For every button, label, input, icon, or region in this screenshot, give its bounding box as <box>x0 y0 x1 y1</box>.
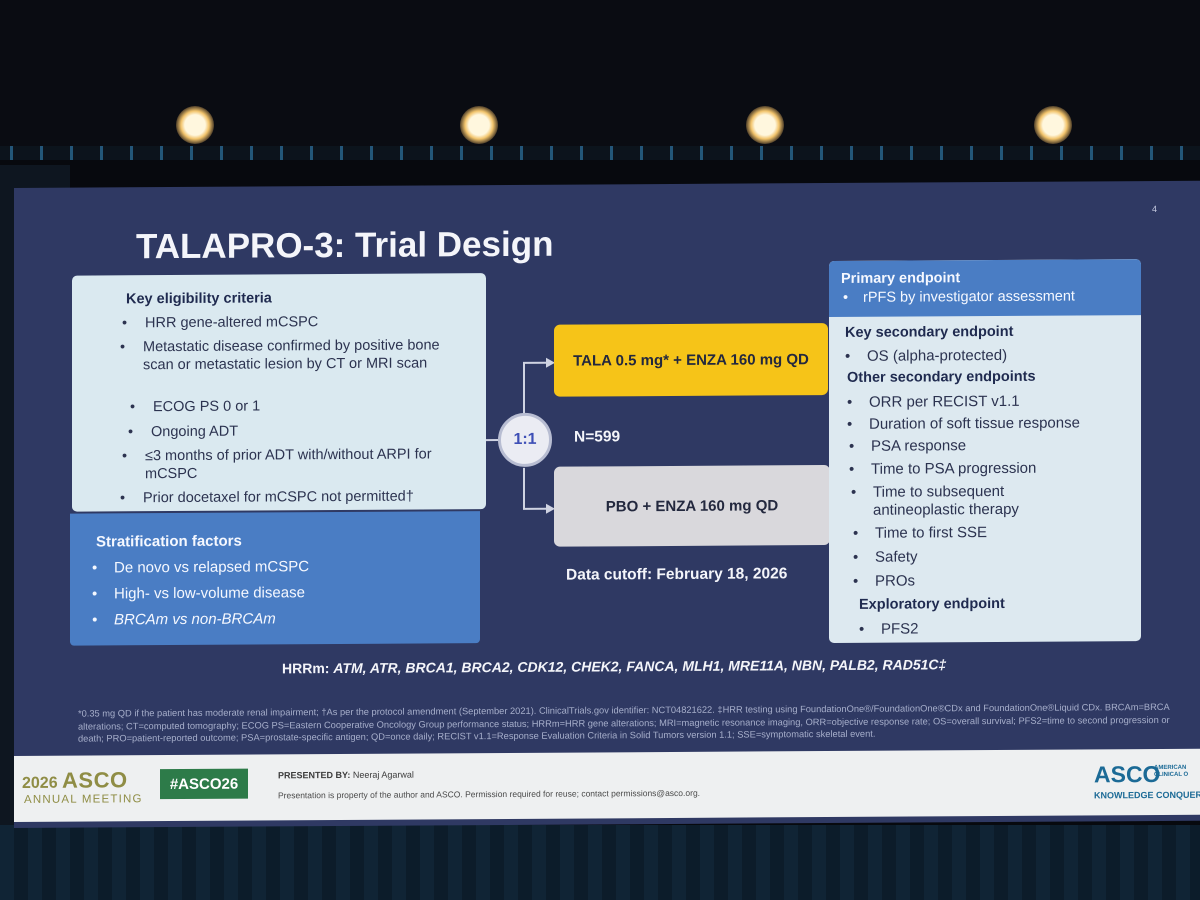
primary-endpoint-item: rPFS by investigator assessment <box>843 289 1075 306</box>
meeting-hashtag: #ASCO26 <box>160 768 248 800</box>
key-secondary-item: OS (alpha-protected) <box>845 347 1007 365</box>
exploratory-item: PFS2 <box>859 620 919 638</box>
asco-logo-brand: ASCO <box>1094 760 1161 788</box>
primary-endpoint-heading: Primary endpoint <box>841 270 961 287</box>
stratification-item: BRCAm vs non-BRCAm <box>92 610 276 628</box>
stage-light-3 <box>746 106 784 144</box>
primary-endpoint-band: Primary endpoint rPFS by investigator as… <box>829 259 1141 318</box>
treatment-arm-tala-enza: TALA 0.5 mg* + ENZA 160 mg QD <box>554 323 828 397</box>
other-secondary-item: Duration of soft tissue response <box>847 414 1080 433</box>
asco-annual-meeting-logo: 2026 ASCO ANNUAL MEETING <box>22 767 143 806</box>
eligibility-item: Ongoing ADT <box>128 422 451 441</box>
data-cutoff-date: Data cutoff: February 18, 2026 <box>566 565 788 584</box>
meeting-subtitle: ANNUAL MEETING <box>24 793 143 806</box>
treatment-arm-pbo-enza: PBO + ENZA 160 mg QD <box>554 465 830 547</box>
stage-light-4 <box>1034 106 1072 144</box>
projection-screen: 4 TALAPRO-3: Trial Design Key eligibilit… <box>14 180 1200 828</box>
stage-light-2 <box>460 106 498 144</box>
eligibility-item: ECOG PS 0 or 1 <box>130 397 453 416</box>
stratification-item: High- vs low-volume disease <box>92 584 305 602</box>
eligibility-criteria-box: Key eligibility criteria HRR gene-altere… <box>72 273 486 512</box>
eligibility-heading: Key eligibility criteria <box>126 290 272 308</box>
other-secondary-item: Time to first SSE <box>853 524 987 542</box>
other-secondary-item: ORR per RECIST v1.1 <box>847 393 1020 412</box>
other-secondary-item: Time to subsequent antineoplastic therap… <box>851 482 1093 518</box>
endpoints-box: Primary endpoint rPFS by investigator as… <box>829 259 1141 644</box>
meeting-brand: ASCO <box>62 767 128 793</box>
presented-by-label: PRESENTED BY: <box>278 769 351 781</box>
stage-light-1 <box>176 106 214 144</box>
presenter-name: Neeraj Agarwal <box>352 769 414 780</box>
eligibility-item: HRR gene-altered mCSPC <box>122 313 465 333</box>
other-secondary-item: PSA response <box>849 437 966 455</box>
slide-footer: 2026 ASCO ANNUAL MEETING #ASCO26 PRESENT… <box>14 748 1200 822</box>
randomization-arrows <box>486 357 555 514</box>
other-secondary-item: Safety <box>853 548 918 566</box>
eligibility-item: Metastatic disease confirmed by positive… <box>120 337 443 374</box>
hrrm-label: HRRm: <box>282 660 330 677</box>
eligibility-item: ≤3 months of prior ADT with/without ARPI… <box>122 446 465 483</box>
sample-size: N=599 <box>574 428 621 446</box>
asco-logo-side: AMERICAN CLINICAL O <box>1154 764 1189 779</box>
property-notice: Presentation is property of the author a… <box>278 787 701 801</box>
arrow-to-arm-2 <box>523 467 546 510</box>
exploratory-heading: Exploratory endpoint <box>859 595 1005 613</box>
arrowhead-arm-1 <box>546 357 555 368</box>
other-secondary-item: Time to PSA progression <box>849 460 1036 479</box>
stage-curtain <box>0 825 1200 900</box>
meeting-year: 2026 <box>22 774 58 792</box>
lighting-truss <box>0 146 1200 160</box>
stratification-heading: Stratification factors <box>96 532 242 551</box>
asco-logo: ASCO AMERICAN CLINICAL O KNOWLEDGE CONQU… <box>1094 760 1200 800</box>
stratification-item: De novo vs relapsed mCSPC <box>92 558 309 576</box>
randomization-ratio: 1:1 <box>498 412 552 468</box>
key-secondary-heading: Key secondary endpoint <box>845 323 1014 341</box>
other-secondary-heading: Other secondary endpoints <box>847 368 1036 386</box>
stratification-factors-box: Stratification factors De novo vs relaps… <box>70 511 480 646</box>
arrow-to-arm-1 <box>523 361 546 414</box>
slide-footnote: *0.35 mg QD if the patient has moderate … <box>78 701 1170 744</box>
arrowhead-arm-2 <box>546 503 555 514</box>
presented-by: PRESENTED BY: Neeraj Agarwal <box>278 770 414 781</box>
asco-logo-tagline: KNOWLEDGE CONQUERS <box>1094 789 1200 801</box>
other-secondary-item: PROs <box>853 572 915 590</box>
eligibility-item: Prior docetaxel for mCSPC not permitted† <box>120 488 505 508</box>
